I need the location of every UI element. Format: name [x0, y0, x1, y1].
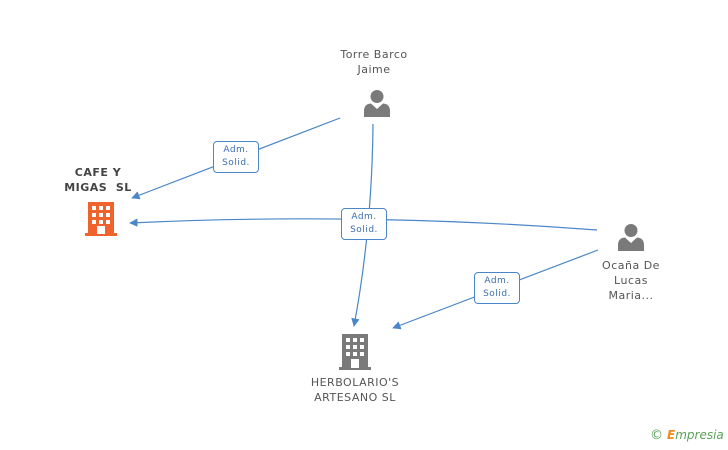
edge-label-ocana-herbolario[interactable]: Adm. Solid. — [474, 272, 520, 304]
person-icon[interactable] — [362, 88, 392, 118]
label-line: Torre Barco — [340, 48, 408, 61]
node-label-torre[interactable]: Torre Barco Jaime — [324, 47, 424, 77]
label-line: Maria... — [608, 289, 654, 302]
edge-role: Solid. — [222, 158, 250, 168]
building-icon[interactable] — [85, 202, 117, 236]
label-line: HERBOLARIO'S — [310, 376, 400, 389]
copyright-symbol: © — [650, 428, 663, 443]
node-label-cafe[interactable]: CAFE Y MIGAS SL — [48, 165, 148, 195]
edge-role: Solid. — [483, 289, 511, 299]
label-line: Ocaña De — [602, 259, 660, 272]
node-label-herbolario[interactable]: HERBOLARIO'S ARTESANO SL — [300, 375, 410, 405]
edge-role: Adm. — [484, 276, 510, 286]
label-line: Jaime — [357, 63, 391, 76]
edge-label-center[interactable]: Adm. Solid. — [341, 208, 387, 240]
brand-logo-letter: E — [667, 428, 676, 442]
edge-role: Adm. — [351, 212, 377, 222]
brand-name: mpresia — [675, 428, 724, 442]
node-label-ocana[interactable]: Ocaña De Lucas Maria... — [581, 258, 681, 303]
label-line: CAFE Y — [74, 166, 122, 179]
label-line: MIGAS SL — [64, 181, 132, 194]
edge-role: Adm. — [223, 145, 249, 155]
edge-label-torre-cafe[interactable]: Adm. Solid. — [213, 141, 259, 173]
label-line: ARTESANO SL — [314, 391, 396, 404]
label-line: Lucas — [614, 274, 648, 287]
edge-role: Solid. — [350, 225, 378, 235]
building-icon[interactable] — [339, 334, 371, 370]
person-icon[interactable] — [616, 222, 646, 252]
empresia-credit[interactable]: © Empresia — [650, 428, 724, 443]
